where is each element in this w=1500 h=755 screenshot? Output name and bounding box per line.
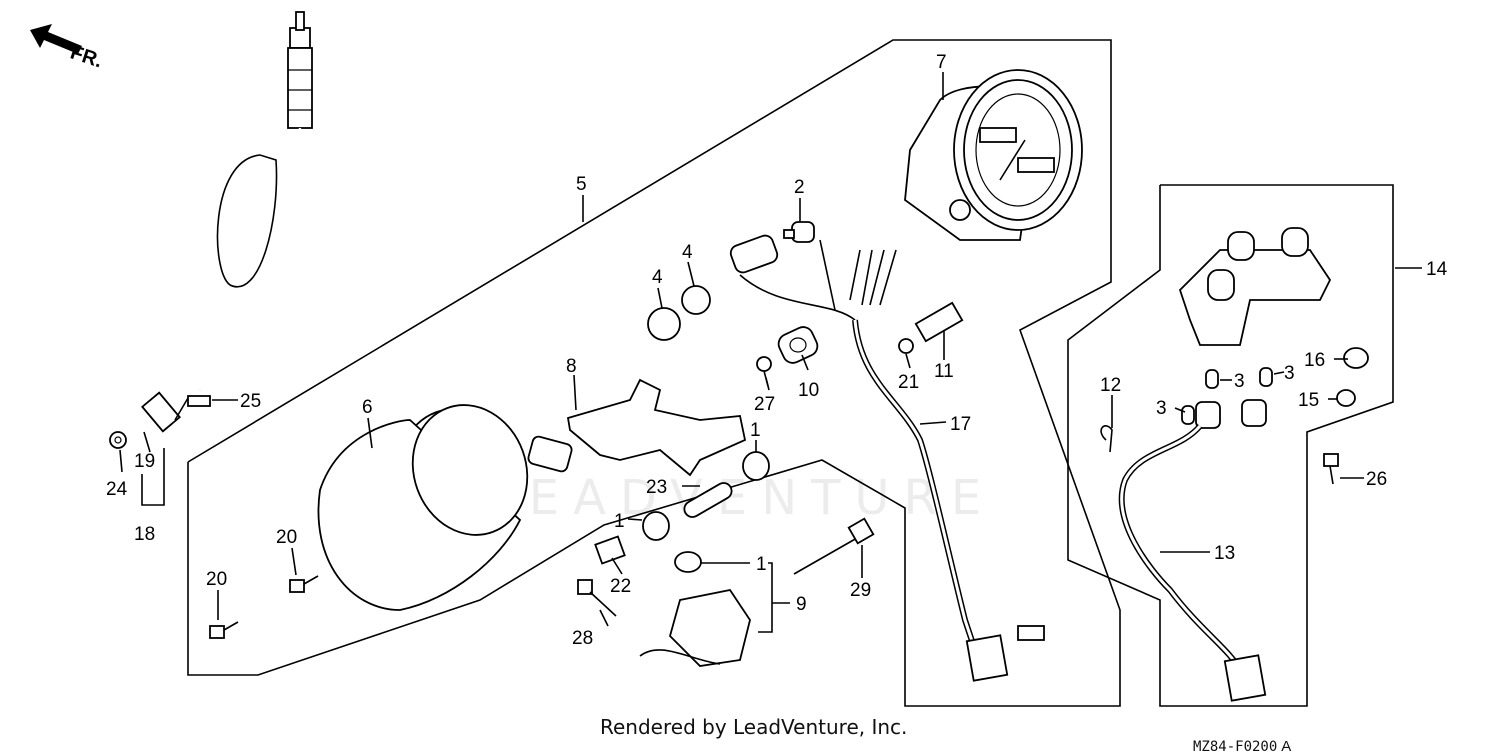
clip-12 <box>1100 425 1113 453</box>
harness-17 <box>852 319 978 651</box>
drawing-revision: A <box>1281 738 1292 755</box>
speedometer-7 <box>904 69 1083 241</box>
callout-2: 2 <box>794 177 805 198</box>
callout-3: 3 <box>1156 398 1167 419</box>
cable-bolt-25 <box>187 395 211 407</box>
nut-16 <box>1343 347 1369 369</box>
callout-14: 14 <box>1426 259 1448 280</box>
sub-assembly-outline <box>1067 184 1394 707</box>
meter-wires <box>739 239 897 321</box>
watermark: LEADVENTURE <box>488 470 996 526</box>
callout-22: 22 <box>610 576 631 597</box>
callout-7: 7 <box>936 52 947 73</box>
bulb-3c <box>1181 405 1195 425</box>
leader-lines <box>119 72 1422 633</box>
callout-4: 4 <box>682 242 693 263</box>
callout-19: 19 <box>134 451 155 472</box>
bolt-29 <box>793 517 875 575</box>
bolt-26 <box>1323 453 1339 485</box>
callout-5: 5 <box>576 174 587 195</box>
bulb-socket <box>729 234 779 274</box>
meter-case-6 <box>317 404 529 611</box>
bulb-2 <box>783 221 815 243</box>
stay-9 <box>639 588 751 667</box>
callout-16: 16 <box>1304 350 1325 371</box>
callout-9: 9 <box>796 594 807 615</box>
callout-13: 13 <box>1214 543 1235 564</box>
callout-23: 23 <box>646 477 667 498</box>
harness-17-connector <box>965 625 1045 682</box>
trip-knob-11 <box>914 301 964 343</box>
render-credit: Rendered by LeadVenture, Inc. <box>600 715 908 739</box>
callout-10: 10 <box>798 380 819 401</box>
callout-8: 8 <box>566 356 577 377</box>
speedometer-cable <box>141 11 313 433</box>
callout-15: 15 <box>1298 390 1319 411</box>
callout-17: 17 <box>950 414 971 435</box>
drawing-code-number: MZ84-F0200 <box>1193 739 1278 755</box>
indicator-holder-14 <box>1178 227 1332 346</box>
callout-6: 6 <box>362 397 373 418</box>
callout-18: 18 <box>134 524 155 545</box>
callout-28: 28 <box>572 628 593 649</box>
bolt-20a <box>289 575 319 593</box>
screw-27 <box>756 356 772 387</box>
grommet-1a <box>742 451 770 481</box>
callout-20: 20 <box>206 569 227 590</box>
bulb-3b <box>1259 367 1273 387</box>
bolt-20b <box>209 621 239 639</box>
callout-1: 1 <box>614 511 625 532</box>
callout-29: 29 <box>850 580 871 601</box>
nut-22 <box>594 535 626 565</box>
harness-13 <box>1118 399 1267 702</box>
assembly-outline <box>187 39 1121 707</box>
callout-25: 25 <box>240 391 261 412</box>
callout-1: 1 <box>750 420 761 441</box>
callout-20: 20 <box>276 527 297 548</box>
collar-23 <box>683 482 733 518</box>
bulb-3a <box>1205 369 1219 389</box>
bracket-8 <box>527 378 747 477</box>
screw-21 <box>898 338 914 354</box>
washer-24 <box>109 431 127 449</box>
rubber-cap-4b <box>681 285 711 315</box>
callout-24: 24 <box>106 479 128 500</box>
callout-12: 12 <box>1100 375 1121 396</box>
rubber-cap-4a <box>647 307 681 341</box>
grommet-1c <box>674 551 702 573</box>
callout-27: 27 <box>754 394 775 415</box>
callout-3: 3 <box>1234 371 1245 392</box>
callout-26: 26 <box>1366 469 1387 490</box>
bolt-28 <box>577 579 617 617</box>
grommet-1b <box>642 511 670 541</box>
screw-15 <box>1336 389 1356 407</box>
callout-3: 3 <box>1284 363 1295 384</box>
callout-21: 21 <box>898 372 919 393</box>
clamp-10 <box>777 326 819 364</box>
callouts: 1 1 1 2 3 3 3 4 4 5 6 7 8 9 10 11 12 13 … <box>106 52 1448 649</box>
front-direction-arrow-icon <box>30 24 82 54</box>
callout-1: 1 <box>756 554 767 575</box>
callout-11: 11 <box>934 361 954 382</box>
callout-4: 4 <box>652 267 663 288</box>
